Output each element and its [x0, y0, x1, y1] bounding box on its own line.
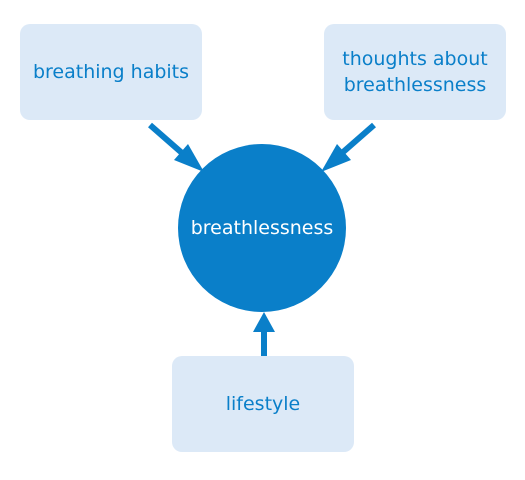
node-thoughts-label-line2: breathlessness	[343, 74, 487, 96]
node-lifestyle: lifestyle	[172, 356, 354, 452]
node-thoughts-about-breathlessness: thoughts about breathlessness	[324, 24, 506, 120]
node-breathlessness-label: breathlessness	[190, 217, 334, 239]
arrow-lifestyle-to-center	[253, 312, 275, 356]
node-breathing-habits-label: breathing habits	[32, 61, 190, 83]
node-thoughts-label-line1: thoughts about	[342, 48, 488, 70]
node-breathing-habits: breathing habits	[20, 24, 202, 120]
node-lifestyle-label: lifestyle	[225, 393, 301, 415]
node-thoughts-label: thoughts about breathlessness	[342, 46, 487, 98]
arrow-breathing-to-center	[148, 122, 204, 172]
arrow-thoughts-to-center	[321, 122, 376, 172]
node-breathlessness: breathlessness	[178, 144, 346, 312]
